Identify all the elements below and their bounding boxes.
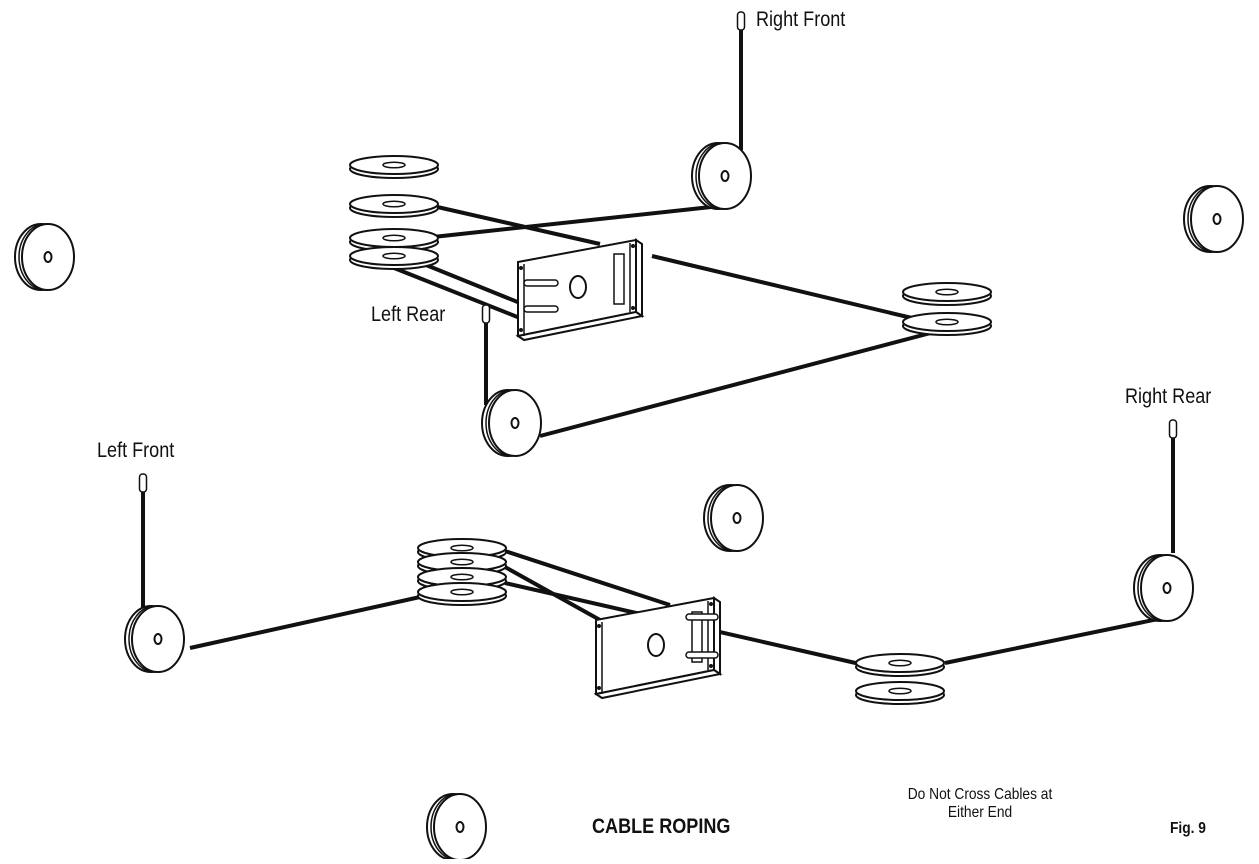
cable-note-line-2: Either End (947, 804, 1013, 821)
lower-cable-block (595, 597, 721, 699)
upper-right-pulley-1 (902, 282, 992, 306)
lower-right-pulley-1 (855, 653, 945, 677)
right-front-sheave (691, 142, 752, 210)
lower-cables (141, 435, 1175, 666)
label-left-rear: Left Rear (371, 303, 446, 326)
upper-left-pulley-4 (349, 246, 439, 270)
spare-sheave-right (1183, 185, 1244, 253)
label-left-front: Left Front (97, 439, 175, 462)
upper-cable-block (517, 239, 643, 341)
left-front-sheave (124, 605, 185, 673)
upper-left-pulley-2 (349, 194, 439, 218)
right-rear-pin (1168, 419, 1178, 439)
cable-note-line-1: Do Not Cross Cables at (907, 786, 1053, 803)
upper-right-pulley-2 (902, 312, 992, 336)
left-front-pin (138, 473, 148, 493)
label-right-rear: Right Rear (1125, 385, 1212, 408)
left-rear-pin (481, 304, 491, 324)
right-front-pin (736, 11, 746, 31)
upper-cables (383, 30, 943, 438)
cable-note: Do Not Cross Cables at Either End (894, 786, 1066, 822)
spare-sheave-left (14, 223, 75, 291)
figure-number: Fig. 9 (1170, 820, 1206, 837)
right-rear-sheave (1133, 554, 1194, 622)
diagram-title: CABLE ROPING (592, 815, 731, 838)
upper-block-pins (523, 279, 559, 313)
spare-sheave-center (703, 484, 764, 552)
label-right-front: Right Front (756, 8, 846, 31)
spare-sheave-bottom (426, 793, 487, 861)
lower-right-pulley-2 (855, 681, 945, 705)
lower-block-pins (685, 613, 719, 659)
left-rear-sheave (481, 389, 542, 457)
lower-left-pulley-4 (417, 582, 507, 606)
upper-left-pulley-1 (349, 155, 439, 179)
